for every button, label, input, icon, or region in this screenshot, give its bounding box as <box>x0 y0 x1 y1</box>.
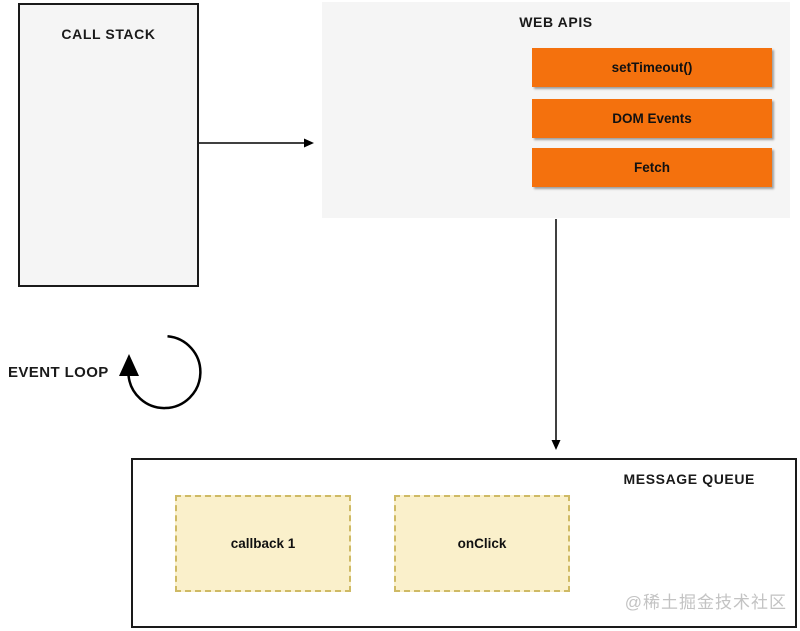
event-loop-label: EVENT LOOP <box>8 364 109 381</box>
down-arrow-icon <box>551 219 561 450</box>
right-arrow-icon <box>199 138 314 148</box>
queue-item-onclick: onClick <box>394 495 570 592</box>
message-queue-title: MESSAGE QUEUE <box>623 471 755 487</box>
web-apis-panel: WEB APIS setTimeout() DOM Events Fetch <box>322 2 790 218</box>
dom-events-button: DOM Events <box>532 99 772 138</box>
message-queue-box: MESSAGE QUEUE callback 1 onClick @稀土掘金技术… <box>131 458 797 628</box>
queue-item-callback-1: callback 1 <box>175 495 351 592</box>
watermark-text: @稀土掘金技术社区 <box>624 593 787 612</box>
call-stack-title: CALL STACK <box>61 26 156 42</box>
settimeout-button: setTimeout() <box>532 48 772 87</box>
event-loop-circular-arrow-icon <box>119 334 202 410</box>
web-apis-title: WEB APIS <box>519 14 593 30</box>
call-stack-box: CALL STACK <box>18 3 199 287</box>
fetch-button: Fetch <box>532 148 772 187</box>
